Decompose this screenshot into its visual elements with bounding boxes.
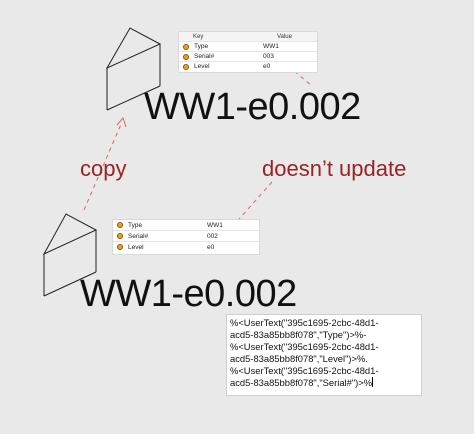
table-row[interactable]: Type WW1 — [179, 42, 317, 52]
property-dot-icon — [183, 43, 189, 50]
row-key: Serial# — [194, 53, 215, 60]
row-key: Level — [128, 243, 144, 251]
formula-line: %<UserText("395c1695-2cbc-48d1- — [230, 341, 379, 352]
row-value[interactable]: WW1 — [207, 221, 223, 229]
table-row[interactable]: Type WW1 — [113, 220, 259, 231]
table-row[interactable]: Level e0 — [179, 62, 317, 71]
bottom-wedge-object[interactable] — [42, 213, 98, 297]
row-key: Type — [128, 221, 143, 229]
formula-line: acd5-83a85bb8f078","Serial#")>% — [230, 377, 373, 388]
property-dot-icon — [183, 53, 189, 60]
top-wedge-object[interactable] — [105, 27, 162, 111]
row-value[interactable]: 002 — [207, 232, 218, 240]
formula-text-field[interactable]: %<UserText("395c1695-2cbc-48d1- acd5-83a… — [226, 314, 422, 396]
bottom-object-label[interactable]: WW1-e0.002 — [80, 273, 297, 315]
table-row[interactable]: Level e0 — [113, 242, 259, 252]
value-column-header: Value — [277, 33, 292, 40]
copy-arrow — [83, 117, 127, 211]
text-caret — [372, 377, 374, 387]
copy-annotation: copy — [80, 156, 127, 181]
table-row[interactable]: Serial# 003 — [179, 52, 317, 62]
row-key: Type — [194, 43, 209, 50]
top-properties-table: Key Value Type WW1 Serial# 003 Level e0 — [178, 31, 318, 73]
formula-line: %<UserText("395c1695-2cbc-48d1- — [230, 365, 379, 376]
table-row[interactable]: Serial# 002 — [113, 231, 259, 242]
doesnt-update-connector — [223, 55, 313, 237]
formula-line: acd5-83a85bb8f078","Type")>%- — [230, 329, 367, 340]
row-value[interactable]: WW1 — [263, 43, 279, 50]
row-value[interactable]: e0 — [263, 63, 271, 70]
row-value[interactable]: e0 — [207, 243, 215, 251]
property-dot-icon — [117, 233, 123, 239]
doesnt-update-annotation: doesn’t update — [262, 156, 407, 181]
row-key: Level — [194, 63, 210, 70]
key-column-header: Key — [193, 33, 204, 40]
top-object-label[interactable]: WW1-e0.002 — [144, 86, 361, 128]
property-dot-icon — [117, 222, 123, 228]
formula-line: acd5-83a85bb8f078","Level")>%. — [230, 353, 368, 364]
table-header-row: Key Value — [179, 32, 317, 42]
formula-line: %<UserText("395c1695-2cbc-48d1- — [230, 317, 379, 328]
property-dot-icon — [183, 63, 189, 70]
row-key: Serial# — [128, 232, 149, 240]
row-value[interactable]: 003 — [263, 53, 274, 60]
bottom-properties-table: Type WW1 Serial# 002 Level e0 — [112, 219, 260, 255]
property-dot-icon — [117, 244, 123, 250]
